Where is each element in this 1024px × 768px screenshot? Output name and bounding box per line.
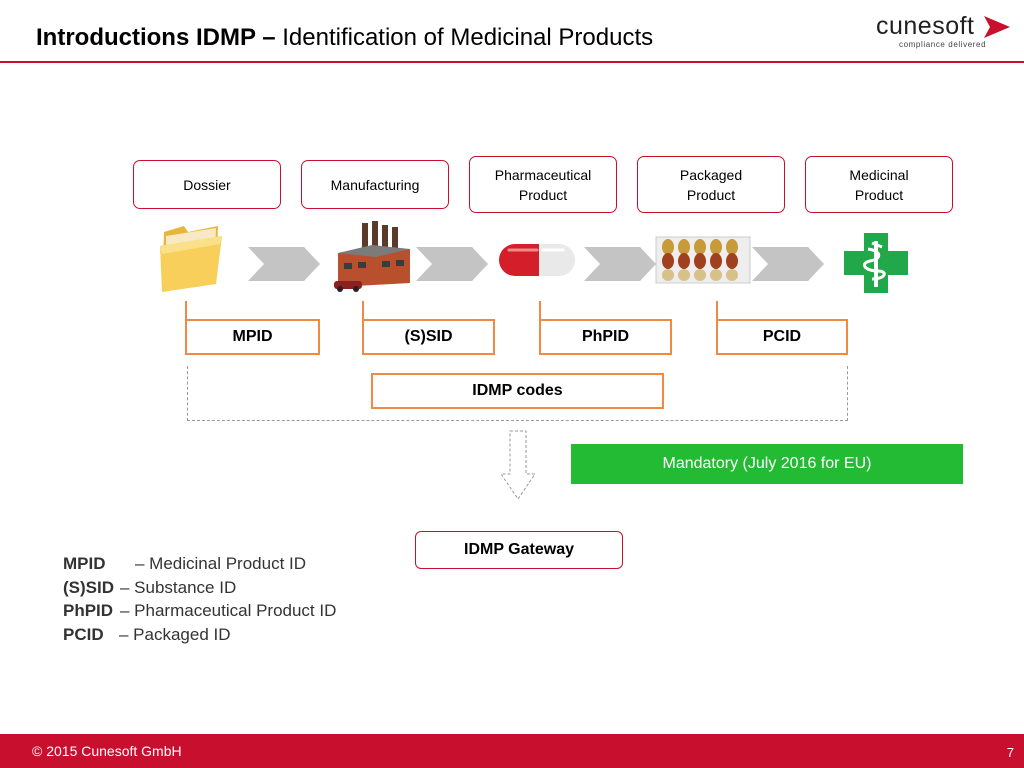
code-label: PhPID xyxy=(581,328,630,345)
code-box-phpid: PhPID xyxy=(539,319,672,355)
page-title-bold: Introductions IDMP – xyxy=(36,24,276,51)
legend-row: MPID – Medicinal Product ID xyxy=(63,552,336,576)
abbreviation-legend: MPID – Medicinal Product ID (S)SID – Subst… xyxy=(63,552,336,646)
folder-icon xyxy=(160,226,222,292)
idmp-gateway-box: IDMP Gateway xyxy=(415,531,623,569)
footer-bar: © 2015 Cunesoft GmbH 7 xyxy=(0,734,1024,768)
down-arrow-icon xyxy=(500,430,536,500)
code-box-ssid: (S)SID xyxy=(362,319,495,355)
stage-label: Pharmaceutical Product xyxy=(494,166,592,203)
stage-label: Packaged Product xyxy=(679,166,743,203)
page-number: 7 xyxy=(1006,745,1014,760)
stage-label: Dossier xyxy=(183,176,231,193)
cunesoft-logo: cunesoft compliance delivered xyxy=(870,12,1010,52)
legend-abbr: MPID xyxy=(63,554,106,573)
title-divider xyxy=(0,61,1024,63)
legend-abbr: PhPID xyxy=(63,601,114,620)
factory-icon xyxy=(334,221,410,292)
legend-desc: – Substance ID xyxy=(120,577,237,597)
code-connector xyxy=(716,301,718,321)
stage-label: Medicinal Product xyxy=(849,166,909,203)
code-label: PCID xyxy=(762,328,802,345)
stage-medicinal-product: Medicinal Product xyxy=(805,156,953,213)
legend-desc: – Medicinal Product ID xyxy=(135,554,307,573)
flow-arrow-icon xyxy=(584,247,656,281)
code-box-pcid: PCID xyxy=(716,319,848,355)
capsule-icon xyxy=(499,244,575,276)
legend-abbr: PCID xyxy=(63,624,104,644)
blister-pack-icon xyxy=(655,236,751,284)
legend-row: PhPID – Pharmaceutical Product ID xyxy=(63,599,336,623)
gateway-label: IDMP Gateway xyxy=(464,541,574,558)
pharmacy-cross-icon xyxy=(844,233,908,293)
idmp-codes-box: IDMP codes xyxy=(371,373,664,409)
flow-arrow-icon xyxy=(752,247,824,281)
stage-packaged-product: Packaged Product xyxy=(637,156,785,213)
mandatory-banner: Mandatory (July 2016 for EU) xyxy=(571,444,963,484)
code-box-mpid: MPID xyxy=(185,319,320,355)
stage-manufacturing: Manufacturing xyxy=(301,160,449,209)
logo-arrow-icon xyxy=(984,16,1010,38)
legend-desc: – Pharmaceutical Product ID xyxy=(120,601,337,620)
mandatory-label: Mandatory (July 2016 for EU) xyxy=(662,455,872,472)
legend-row: PCID – Packaged ID xyxy=(63,623,336,647)
logo-tagline: compliance delivered xyxy=(899,40,987,49)
page-title-rest: Identification of Medicinal Products xyxy=(275,24,654,51)
legend-row: (S)SID – Substance ID xyxy=(63,576,336,600)
codes-bracket xyxy=(187,366,848,421)
code-label: (S)SID xyxy=(404,328,453,345)
page-title: Introductions IDMP – Identification of M… xyxy=(36,24,653,52)
stage-label: Manufacturing xyxy=(330,176,420,193)
legend-desc: – Packaged ID xyxy=(119,624,231,644)
logo-wordmark: cunesoft xyxy=(876,12,975,40)
flow-arrow-icon xyxy=(416,247,488,281)
code-label: MPID xyxy=(232,328,273,345)
code-connector xyxy=(539,301,541,321)
code-connector xyxy=(185,301,187,321)
legend-abbr: (S)SID xyxy=(63,577,114,597)
code-connector xyxy=(362,301,364,321)
flow-arrow-icon xyxy=(248,247,320,281)
stage-pharmaceutical-product: Pharmaceutical Product xyxy=(469,156,617,213)
copyright-text: © 2015 Cunesoft GmbH xyxy=(32,743,182,759)
idmp-codes-label: IDMP codes xyxy=(472,382,563,399)
stage-dossier: Dossier xyxy=(133,160,281,209)
